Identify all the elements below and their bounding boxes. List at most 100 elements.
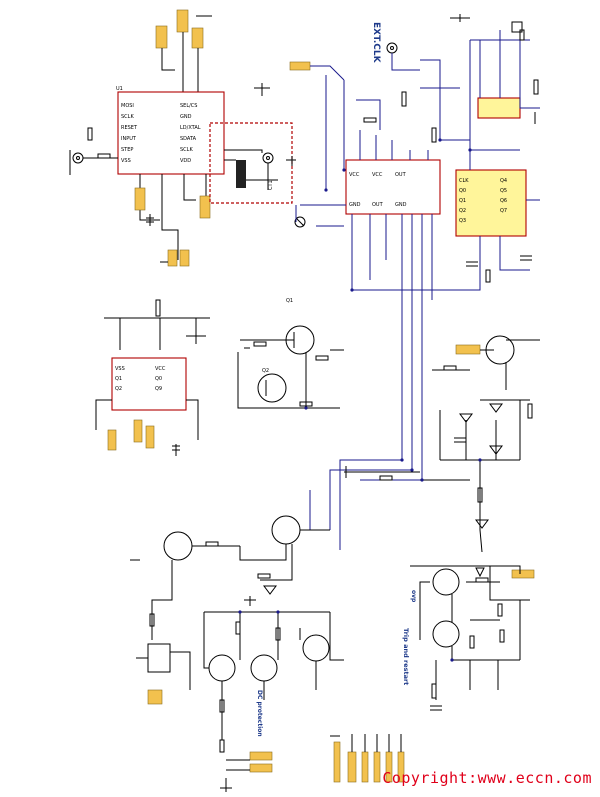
u1-pin: VSS bbox=[121, 158, 131, 164]
u2-pin: VSS bbox=[115, 366, 125, 372]
u1-pin: SCLK bbox=[180, 147, 193, 153]
u3-pin: VCC bbox=[349, 172, 360, 178]
ic-u4 bbox=[455, 169, 527, 237]
transistor-q2 bbox=[257, 373, 287, 403]
u4-pin: Q5 bbox=[500, 188, 507, 194]
net-label bbox=[511, 569, 535, 579]
net-label bbox=[155, 25, 168, 49]
u2-pin: Q9 bbox=[155, 386, 162, 392]
ic-u1 bbox=[117, 91, 225, 175]
transistor-q5 bbox=[271, 515, 301, 545]
u3-pin: OUT bbox=[372, 202, 384, 208]
dc-protection-label: DC protection bbox=[256, 690, 263, 737]
u4-pin: Q2 bbox=[459, 208, 466, 214]
diode bbox=[263, 585, 277, 595]
transistor-pair-q1-q2: Q1 Q2 bbox=[237, 298, 344, 409]
u1-pin: MOSI bbox=[121, 103, 134, 109]
q1-ref: Q1 bbox=[286, 298, 293, 304]
q2-ref: Q2 bbox=[262, 368, 269, 374]
u4-pin: CLK bbox=[459, 178, 469, 184]
u3-pin: GND bbox=[349, 202, 361, 208]
connector-net bbox=[373, 751, 381, 783]
u3-pin: GND bbox=[395, 202, 407, 208]
u4-pin: Q6 bbox=[500, 198, 507, 204]
diode bbox=[475, 519, 489, 529]
net-label bbox=[145, 425, 155, 449]
u1-ref: U1 bbox=[116, 86, 123, 92]
u2-block: VSS Q1 Q2 VCC Q0 Q9 bbox=[95, 299, 210, 456]
crystal-ct1 bbox=[236, 160, 246, 188]
net-label bbox=[455, 344, 481, 355]
transistor-q10 bbox=[432, 620, 460, 648]
net-label bbox=[147, 689, 163, 705]
diode bbox=[489, 403, 503, 413]
connector-net bbox=[361, 751, 369, 783]
u4-pin: Q0 bbox=[459, 188, 466, 194]
u1-pin: GND bbox=[180, 114, 192, 120]
bus-lines bbox=[309, 459, 470, 550]
connector-net bbox=[333, 741, 341, 783]
transistor-q9 bbox=[432, 568, 460, 596]
u1-pin: INPUT bbox=[121, 136, 137, 142]
u1-block: U1 MOSI SCLK RESET INPUT STEP VSS SEL/CS… bbox=[69, 9, 270, 267]
u1-pin: VDD bbox=[180, 158, 191, 164]
u2-pin: Q2 bbox=[115, 386, 122, 392]
u1-pin: LD/XTAL bbox=[180, 125, 201, 131]
regulator-u5 bbox=[477, 21, 540, 124]
u1-pin: RESET bbox=[121, 125, 138, 131]
u2-pin: VCC bbox=[155, 366, 166, 372]
transistor-q8 bbox=[302, 634, 330, 662]
net-label bbox=[249, 763, 273, 773]
junction-dots bbox=[238, 138, 482, 662]
net-label bbox=[179, 249, 190, 267]
transistor-q6 bbox=[208, 654, 236, 682]
u3-pin: VCC bbox=[372, 172, 383, 178]
ext-clk-label: EXT.CLK bbox=[371, 22, 381, 64]
connector-net bbox=[347, 751, 357, 783]
u2-pin: Q1 bbox=[115, 376, 122, 382]
u4-pin: Q3 bbox=[459, 218, 466, 224]
diode bbox=[459, 413, 473, 423]
net-label bbox=[249, 751, 273, 761]
net-label bbox=[199, 195, 211, 219]
net-label bbox=[289, 61, 311, 71]
diode bbox=[489, 445, 503, 455]
diode bbox=[475, 567, 485, 578]
u4-pin: Q1 bbox=[459, 198, 466, 204]
relay bbox=[147, 643, 171, 673]
dc-protection-section: DC protection bbox=[130, 515, 344, 792]
ic-u2 bbox=[111, 357, 187, 411]
u4-pin: Q7 bbox=[500, 208, 507, 214]
trip-restart-section: Trip and restart ovp bbox=[402, 565, 535, 711]
net-label bbox=[107, 429, 117, 451]
trip-restart-label: Trip and restart bbox=[402, 628, 410, 685]
input-jack bbox=[72, 152, 84, 164]
ovp-label: ovp bbox=[410, 590, 417, 603]
net-label bbox=[167, 249, 178, 267]
bottom-connectors bbox=[330, 734, 405, 783]
transistor-q7 bbox=[250, 654, 278, 682]
net-label bbox=[134, 187, 146, 211]
ext-clk-jack bbox=[386, 42, 398, 54]
u2-pin: Q0 bbox=[155, 376, 162, 382]
u4-block: CLK Q0 Q1 Q2 Q3 Q4 Q5 Q6 Q7 bbox=[440, 149, 540, 291]
net-label bbox=[133, 419, 143, 443]
oscillator-section: CT1 bbox=[209, 122, 296, 204]
transistor-q4 bbox=[163, 531, 193, 561]
net-label bbox=[176, 9, 189, 33]
u3-block: VCC VCC OUT GND OUT GND bbox=[294, 117, 441, 480]
right-driver-section bbox=[432, 335, 540, 553]
u3-pin: OUT bbox=[395, 172, 407, 178]
u1-pin: SDATA bbox=[180, 136, 197, 142]
crystal-ref: CT1 bbox=[268, 180, 274, 190]
u1-pin: SEL/CS bbox=[180, 103, 197, 109]
ext-clk-section: EXT.CLK bbox=[289, 14, 530, 190]
u1-pin: STEP bbox=[121, 147, 133, 153]
u1-pin: SCLK bbox=[121, 114, 134, 120]
ic-u5 bbox=[477, 97, 521, 119]
ic-u3 bbox=[345, 159, 441, 215]
copyright-text: Copyright:www.eccn.com bbox=[382, 769, 592, 787]
net-label bbox=[191, 27, 204, 49]
u4-pin: Q4 bbox=[500, 178, 507, 184]
